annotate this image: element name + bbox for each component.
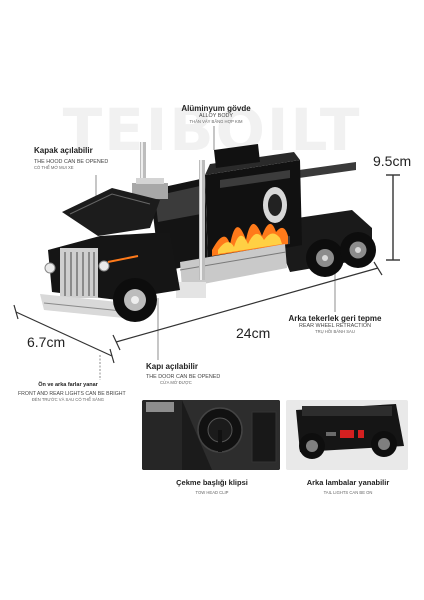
dimension-line-length [115,267,379,343]
tail-lights-photo [286,400,408,470]
label-title: Kapı açılabilir [146,362,199,371]
label-en: REAR WHEEL RETRACTION [299,323,371,329]
front-bumper [40,294,124,318]
background-watermark: TEIBOILT [62,96,362,164]
label-title: Alüminyum gövde [181,104,251,113]
side-step [176,282,206,298]
dimension-line-width [15,311,113,357]
caption-tail-lights: Arka lambalar yanabilir TAIL LIGHTS CAN … [278,478,418,495]
label-rear-wheel: Arka tekerlek geri tepme REAR WHEEL RETR… [280,314,390,334]
fuel-tank [180,244,287,288]
caption-title: Arka lambalar yanabilir [306,478,390,487]
label-en: FRONT AND REAR LIGHTS CAN BE BRIGHT [18,391,126,397]
label-en: THE DOOR CAN BE OPENED [146,374,221,380]
label-alloy-body: Alüminyum gövde ALLOY BODY THÂN VÁY BẰNG… [166,104,266,124]
dimension-width: 6.7cm [27,334,66,350]
fifth-wheel-plate [300,161,356,178]
label-title: Kapak açılabilir [34,146,93,155]
label-vn: THÂN VÁY BẰNG HỢP KIM [189,119,243,124]
label-title: Ön ve arka farlar yanar [38,382,98,388]
radiator-grille [60,248,98,298]
caption-sub: TAIL LIGHTS CAN BE ON [323,490,373,495]
roof-box [214,144,260,168]
label-title: Arka tekerlek geri tepme [288,314,382,323]
dimension-length: 24cm [236,325,271,341]
label-door: Kapı açılabilir THE DOOR CAN BE OPENED C… [146,362,220,385]
dimension-height: 9.5cm [373,153,412,169]
label-vn: TRỤ HỒI BÁNH SAU [315,329,355,334]
caption-title: Çekme başlığı klipsi [176,478,248,487]
engine-blower [132,183,168,199]
label-lights: Ön ve arka farlar yanar FRONT AND REAR L… [18,382,126,402]
tow-clip-photo [142,400,280,470]
caption-tow-clip: Çekme başlığı klipsi TOW HEAD CLIP [142,478,282,495]
label-en: THE HOOD CAN BE OPENED [34,159,109,165]
label-vn: CỬA MỞ ĐƯỢC [160,380,192,385]
label-vn: ĐÈN TRƯỚC VÀ SAU CÓ THỂ SÁNG [31,397,105,402]
headlight-right [98,260,110,272]
tail-light-icon [340,430,354,438]
label-hood: Kapak açılabilir THE HOOD CAN BE OPENED … [34,146,108,170]
caption-sub: TOW HEAD CLIP [195,490,229,495]
headlight-left [44,262,56,274]
label-en: ALLOY BODY [198,113,234,119]
label-vn: CÓ THỂ MỞ MUI XE [34,165,74,170]
